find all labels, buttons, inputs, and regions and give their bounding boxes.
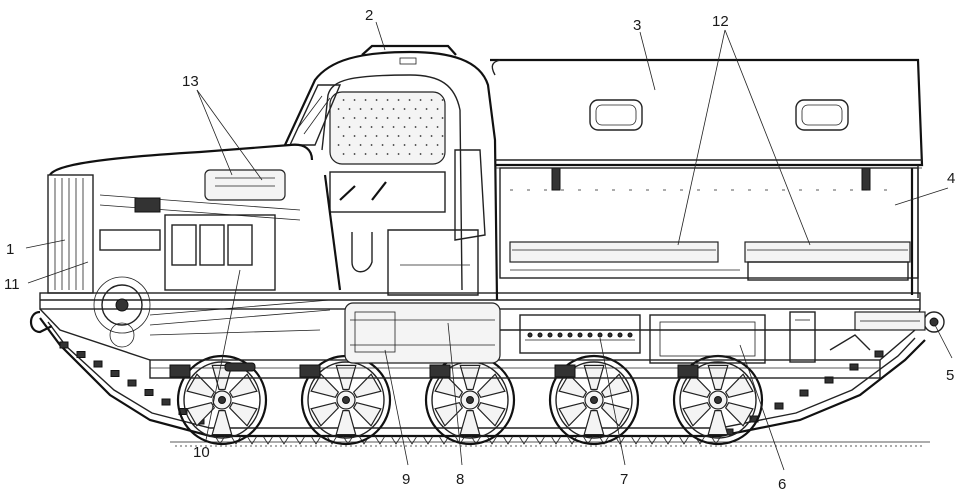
track-cleat [486,435,498,445]
callout-11: 11 [4,276,20,293]
track-cleat [59,341,69,349]
road-wheel [300,354,392,446]
track-cleat [406,435,418,445]
callout-6: 6 [778,476,786,493]
track-cleat [262,435,274,445]
roof-hatch [361,44,457,56]
fuel-tanks [344,302,501,364]
track-cleat [278,435,290,445]
track-cleat [422,435,434,445]
track-cleat [598,435,610,445]
track-cleat [326,435,338,445]
track-cleat [630,435,642,445]
cab [284,44,499,301]
track-cleat [646,435,658,445]
front-tow-hook [29,310,53,334]
track-cleat [127,379,137,387]
engine-bay [47,143,331,372]
track-cleat [144,389,154,396]
track-cleat [550,435,562,445]
track-cleat [161,398,171,406]
callout-12: 12 [712,13,729,30]
road-wheel [548,354,640,446]
track-cleat [502,435,514,445]
track-cleat [230,435,242,445]
rear-unit [649,311,871,364]
track-cleat [678,435,690,445]
driveline [500,314,860,354]
track-cleat [76,351,86,358]
track-cleat [824,376,834,384]
track-cleat [310,435,322,445]
road-wheel [424,354,516,446]
callout-9: 9 [402,471,410,488]
callout-10: 10 [193,444,210,461]
callout-8: 8 [456,471,464,488]
callout-5: 5 [946,367,954,384]
suspension-mounts [169,364,699,378]
callout-1: 1 [6,241,14,258]
track-cleat [518,435,530,445]
callouts: 1 2 3 4 5 6 7 8 9 10 11 12 13 [4,7,955,493]
road-wheels [176,354,764,446]
track-cleat [566,435,578,445]
leader-lines [25,21,953,471]
window-glass-texture [337,99,444,155]
callout-2: 2 [365,7,373,24]
track-cleat [390,435,402,445]
callout-13: 13 [182,73,199,90]
track-cleat [110,370,120,377]
track-cleat [849,363,859,371]
track-cleat [662,435,674,445]
track-cleat [874,350,884,358]
callout-4: 4 [947,170,955,187]
track-cleat [374,435,386,445]
callout-7: 7 [620,471,628,488]
rear-tow-hook [854,311,945,333]
track-cleat [93,360,103,368]
road-wheel [176,354,268,446]
callout-3: 3 [633,17,641,34]
track-cleat [534,435,546,445]
track-cleat [294,435,306,445]
cargo-body [490,58,924,298]
track-cleat [774,402,784,410]
track-cleat [246,435,258,445]
track-cleat [799,389,809,397]
ground [170,441,930,447]
air-cleaner [204,169,286,201]
